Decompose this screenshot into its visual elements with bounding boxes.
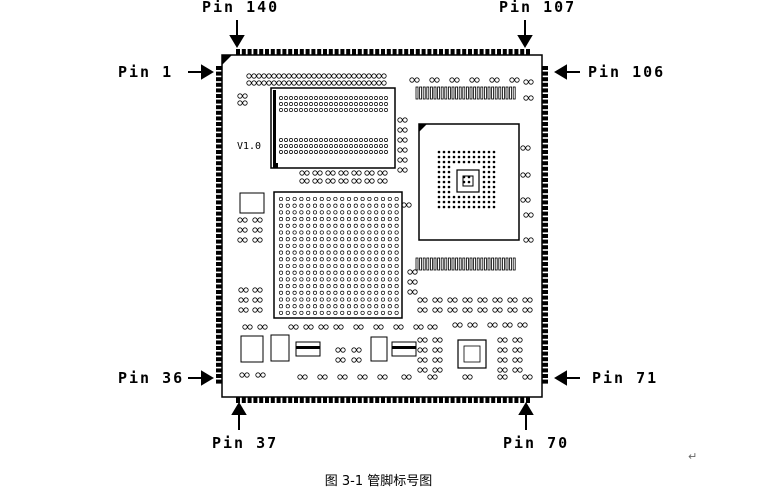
label-pin107: Pin 107 <box>499 0 577 16</box>
arrow-pin106 <box>554 64 580 80</box>
arrow-pin70 <box>518 402 534 430</box>
label-pin70: Pin 70 <box>503 434 570 452</box>
sram-ball-grid <box>279 96 388 154</box>
return-mark: ↵ <box>688 450 698 463</box>
fpga-ball-grid <box>278 196 399 315</box>
label-pin36: Pin 36 <box>118 369 185 387</box>
board-version: V1.0 <box>237 141 261 152</box>
label-pin140: Pin 140 <box>202 0 280 16</box>
bga-ball-grid <box>437 150 496 209</box>
crystal-1 <box>240 335 264 363</box>
edge-pins <box>216 49 548 403</box>
label-pin1: Pin 1 <box>118 63 174 81</box>
figure-caption: 图 3-1 管脚标号图 <box>324 474 433 489</box>
sram-chip-outline <box>270 87 396 169</box>
component-3 <box>370 336 388 362</box>
passive-components <box>237 73 534 380</box>
component-2 <box>270 334 290 362</box>
pin1-marker <box>222 55 232 65</box>
arrow-pin107 <box>517 20 533 48</box>
bga-bottom-pads <box>415 257 516 271</box>
arrow-pin71 <box>554 370 580 386</box>
arrow-pin36 <box>188 370 214 386</box>
arrow-pin1 <box>188 64 214 80</box>
label-pin71: Pin 71 <box>592 369 659 387</box>
label-pin37: Pin 37 <box>212 434 279 452</box>
label-pin106: Pin 106 <box>588 63 666 81</box>
arrow-pin140 <box>229 20 245 48</box>
arrow-pin37 <box>231 402 247 430</box>
fpga-chip-outline <box>273 191 403 319</box>
bga-top-pads <box>415 86 516 100</box>
